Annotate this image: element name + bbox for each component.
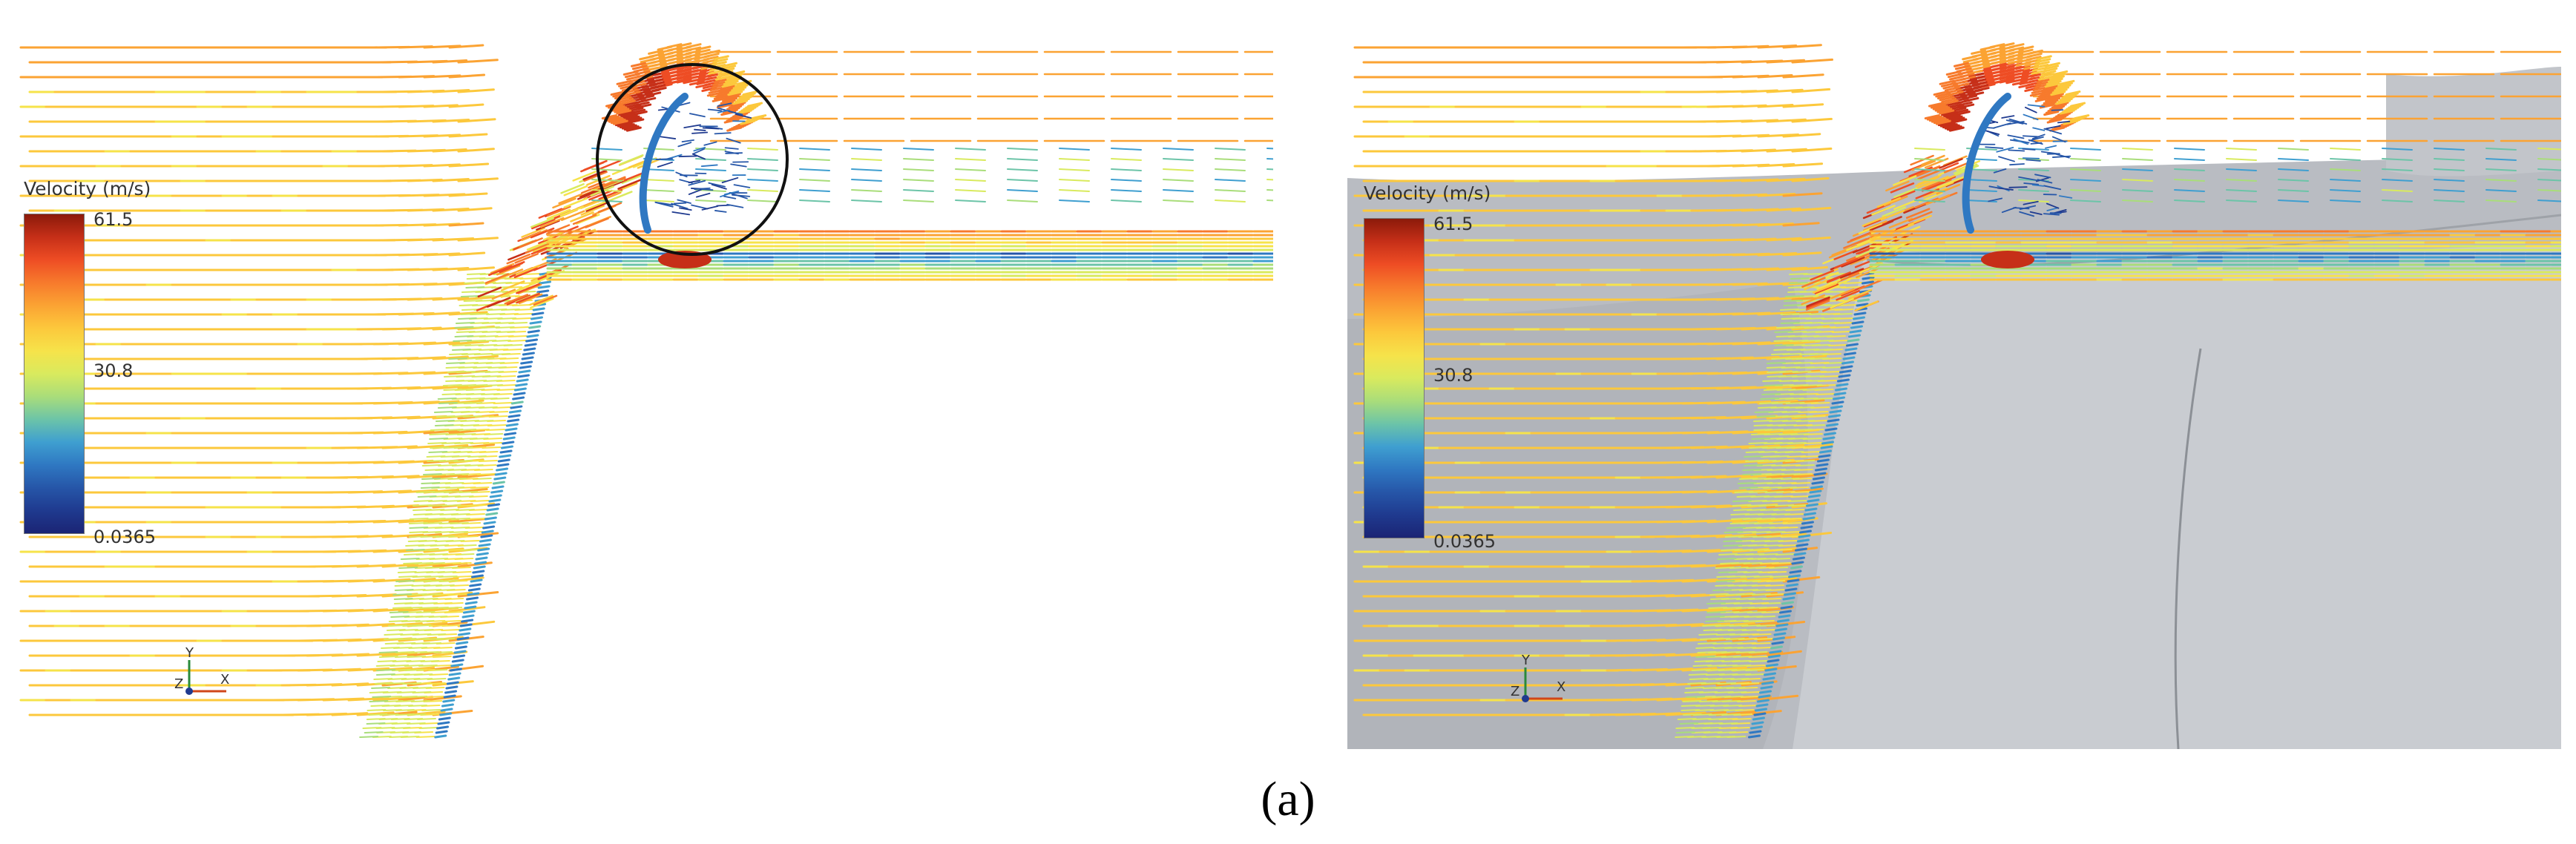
legend-min-label: 0.0365: [93, 527, 156, 547]
axis-z-label: Z: [174, 676, 183, 692]
figure-caption: (a): [1261, 772, 1315, 826]
legend-max-label: 61.5: [93, 209, 134, 230]
axes-triad-right: Y Z X: [1511, 653, 1565, 702]
axis-z-label: Z: [1511, 684, 1519, 699]
legend-title: Velocity (m/s): [1364, 182, 1491, 204]
vehicle-surface: [1347, 67, 2561, 749]
velocity-field-panel-right: Velocity (m/s) 61.5 30.8 0.0365 Y Z X: [1347, 37, 2561, 749]
highlight-circle: [596, 63, 789, 256]
legend-min-label: 0.0365: [1433, 531, 1496, 552]
axis-y-label: Y: [185, 645, 194, 661]
axis-x-label: X: [1557, 679, 1565, 695]
legend-mid-label: 30.8: [93, 360, 134, 381]
legend-color-bar: [1364, 218, 1425, 538]
legend-mid-label: 30.8: [1433, 365, 1473, 386]
axes-triad-left: Y Z X: [174, 645, 229, 695]
velocity-vector-field-left: [19, 42, 1273, 739]
legend-max-label: 61.5: [1433, 214, 1473, 234]
axis-y-label: Y: [1521, 653, 1531, 668]
velocity-field-panel-left: Velocity (m/s) 61.5 30.8 0.0365 Y Z X: [13, 37, 1273, 749]
velocity-vector-field-right: [1347, 42, 2561, 749]
legend-title: Velocity (m/s): [24, 178, 151, 200]
axis-x-label: X: [220, 672, 229, 688]
legend-color-bar: [24, 214, 85, 534]
